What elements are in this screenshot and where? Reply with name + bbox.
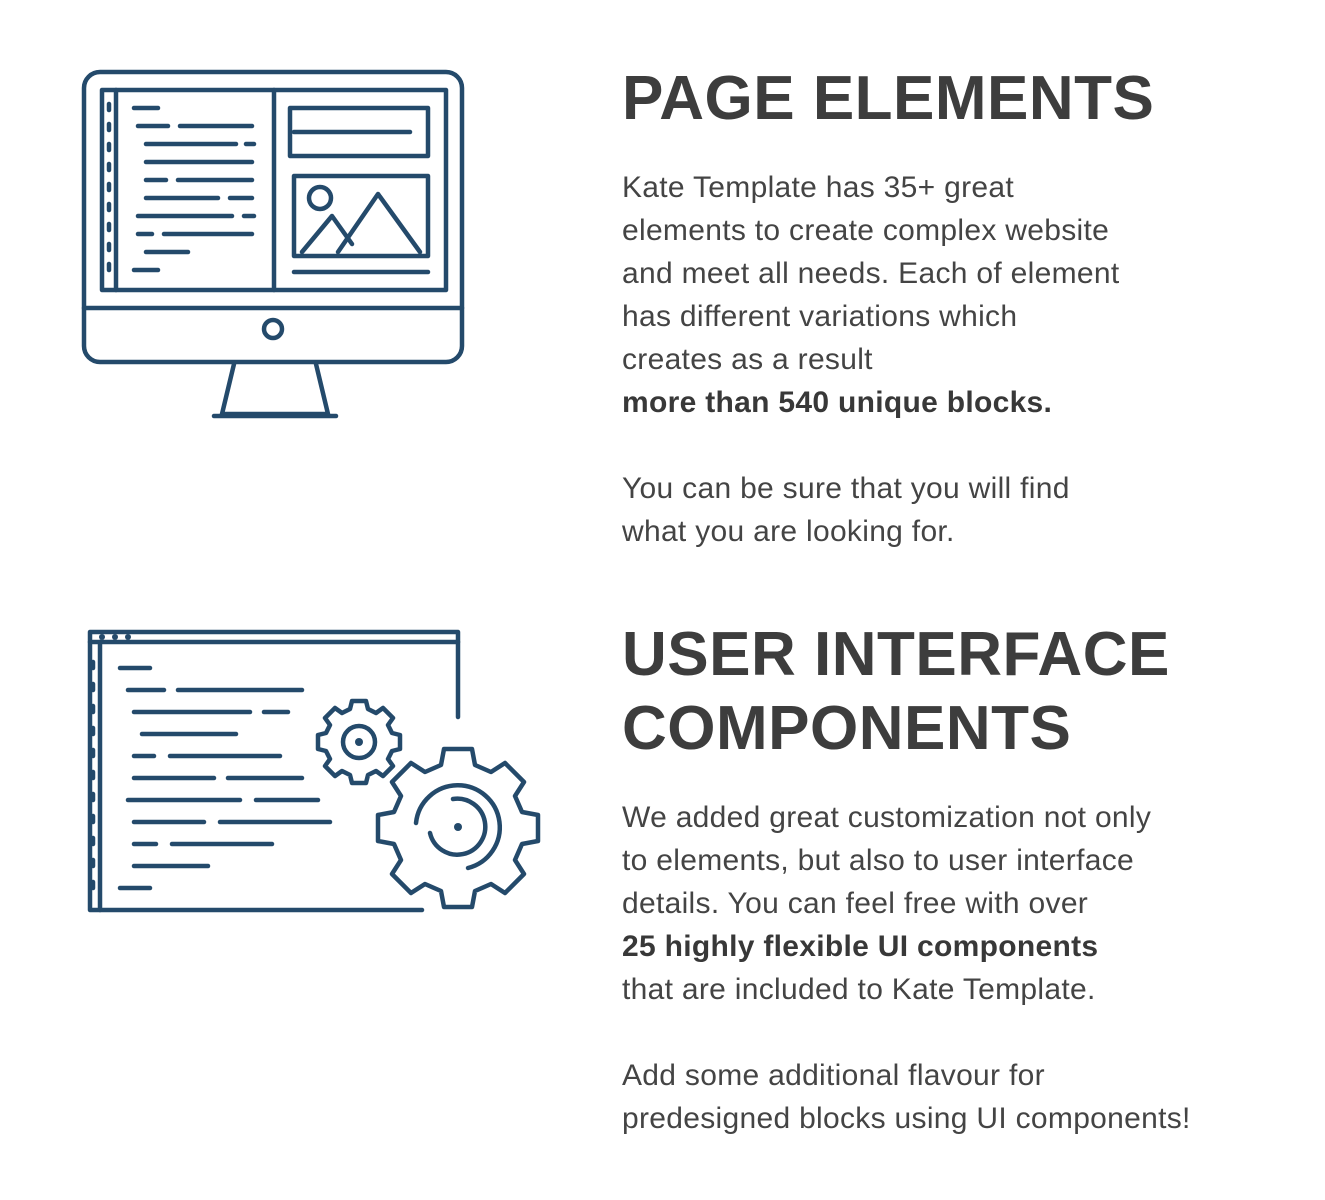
description-line: details. You can feel free with over <box>622 887 1089 920</box>
section-description: We added great customization not only to… <box>622 796 1282 1140</box>
page-elements-text: PAGE ELEMENTS Kate Template has 35+ grea… <box>622 62 1282 553</box>
section-title: PAGE ELEMENTS <box>622 64 1155 133</box>
description-line: to elements, but also to user interface <box>622 844 1134 877</box>
description-line: elements to create complex website <box>622 214 1110 247</box>
description-line: You can be sure that you will find <box>622 472 1070 505</box>
monitor-icon <box>80 68 470 423</box>
browser-gears-icon <box>80 622 550 922</box>
description-line: Add some additional flavour for <box>622 1059 1045 1092</box>
description-line: and meet all needs. Each of element <box>622 257 1120 290</box>
section-title: USER INTERFACE COMPONENTS <box>622 618 1282 766</box>
ui-components-text: USER INTERFACE COMPONENTS We added great… <box>622 618 1282 1140</box>
description-line: what you are looking for. <box>622 515 955 548</box>
description-line: that are included to Kate Template. <box>622 973 1096 1006</box>
section-description: Kate Template has 35+ great elements to … <box>622 166 1282 553</box>
description-line: Kate Template has 35+ great <box>622 171 1014 204</box>
highlight-text: 25 highly flexible UI components <box>622 930 1099 963</box>
page-elements-section: PAGE ELEMENTS Kate Template has 35+ grea… <box>0 0 1325 590</box>
description-line: has different variations which <box>622 300 1018 333</box>
title-line: USER INTERFACE <box>622 620 1170 689</box>
description-line: creates as a result <box>622 343 873 376</box>
description-line: We added great customization not only <box>622 801 1152 834</box>
title-line: COMPONENTS <box>622 694 1072 763</box>
highlight-text: more than 540 unique blocks. <box>622 386 1053 419</box>
description-line: predesigned blocks using UI components! <box>622 1102 1191 1135</box>
ui-components-section: USER INTERFACE COMPONENTS We added great… <box>0 590 1325 1200</box>
